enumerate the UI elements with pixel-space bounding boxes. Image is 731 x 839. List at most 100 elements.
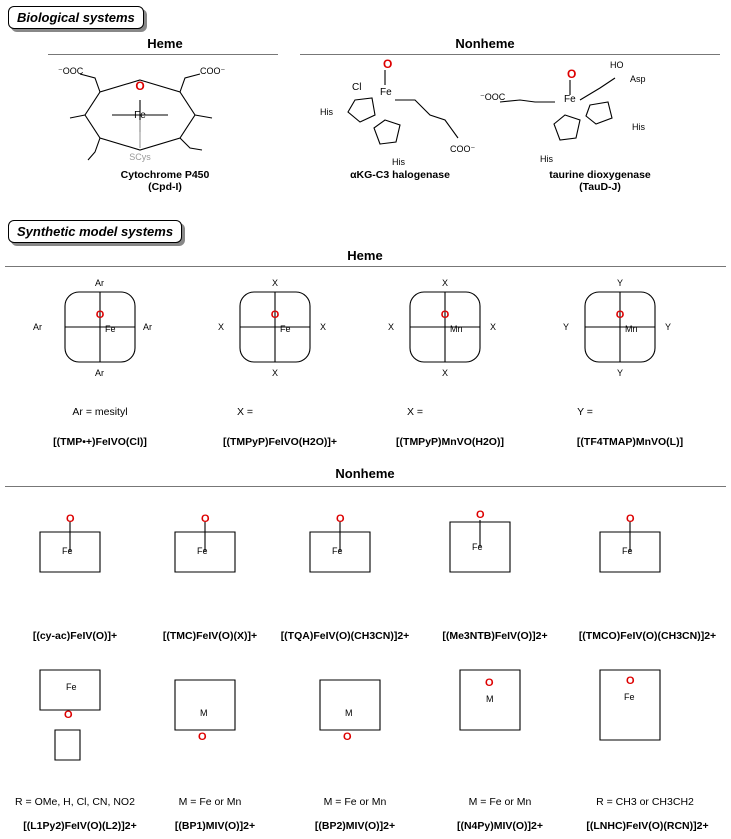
note-nh2-1: M = Fe or Mn — [178, 796, 242, 808]
note-tmpyp-mn: X = — [406, 406, 424, 418]
svg-text:O: O — [441, 309, 450, 321]
taud-structure: O Fe ⁻OOC Asp HO His His — [480, 60, 646, 164]
svg-text:Ar: Ar — [143, 322, 152, 332]
header-bio-nonheme: Nonheme — [455, 36, 515, 51]
svg-text:O: O — [626, 675, 635, 687]
label-nh1-0: [(cy-ac)FeIV(O)]+ — [32, 630, 118, 642]
nonheme-row1-structures: O Fe O Fe O Fe O Fe O Fe — [39, 509, 661, 573]
svg-text:Y: Y — [563, 322, 569, 332]
note-tmp: Ar = mesityl — [72, 406, 128, 418]
svg-text:O: O — [383, 57, 392, 71]
svg-text:Fe: Fe — [280, 324, 291, 334]
porphyrin-tmpyp-fe: O Fe X X X X — [218, 278, 326, 378]
header-syn-nonheme: Nonheme — [335, 466, 395, 481]
svg-text:Mn: Mn — [450, 324, 463, 334]
svg-text:Fe: Fe — [622, 546, 633, 556]
p450-structure: O Fe ⁻OOC COO⁻ SCys — [58, 66, 226, 162]
svg-text:Fe: Fe — [62, 546, 73, 556]
akg-halogenase-structure: O Fe Cl His His COO⁻ — [320, 57, 476, 167]
svg-text:Fe: Fe — [66, 682, 77, 692]
label-tmpyp-fe: [(TMPyP)FeIVO(H2O)]+ — [222, 436, 338, 448]
svg-text:⁻OOC: ⁻OOC — [58, 66, 84, 76]
svg-text:O: O — [96, 309, 105, 321]
label-nh2-1: [(BP1)MIV(O)]2+ — [174, 820, 256, 832]
svg-text:Fe: Fe — [472, 542, 483, 552]
svg-text:X: X — [442, 368, 448, 378]
svg-text:O: O — [476, 509, 485, 521]
svg-text:O: O — [271, 309, 280, 321]
svg-text:O: O — [198, 731, 207, 743]
nonheme-row2-structures: FeO MO MO OM OFe — [39, 669, 661, 761]
note-nh2-0: R = OMe, H, Cl, CN, NO2 — [15, 796, 135, 808]
note-tmpyp-fe: X = — [236, 406, 254, 418]
svg-text:Fe: Fe — [332, 546, 343, 556]
svg-text:COO⁻: COO⁻ — [450, 144, 476, 154]
svg-text:Y: Y — [617, 368, 623, 378]
svg-text:X: X — [272, 278, 278, 288]
label-nh2-2: [(BP2)MIV(O)]2+ — [314, 820, 396, 832]
svg-text:X: X — [320, 322, 326, 332]
svg-text:COO⁻: COO⁻ — [200, 66, 226, 76]
svg-text:Fe: Fe — [197, 546, 208, 556]
svg-text:His: His — [632, 122, 645, 132]
header-bio-heme: Heme — [147, 36, 183, 51]
svg-text:Fe: Fe — [134, 110, 146, 121]
svg-text:X: X — [388, 322, 394, 332]
porphyrin-tf4tmap: O Mn Y Y Y Y — [563, 278, 671, 378]
note-tf4: Y = — [577, 406, 593, 418]
svg-text:Y: Y — [617, 278, 623, 288]
rule-bio-heme — [48, 54, 278, 55]
svg-text:Ar: Ar — [33, 322, 42, 332]
caption-taud: taurine dioxygenase(TauD-J) — [549, 169, 651, 193]
svg-text:Ar: Ar — [95, 368, 104, 378]
svg-text:O: O — [343, 731, 352, 743]
label-nh2-4: [(LNHC)FeIV(O)(RCN)]2+ — [586, 820, 709, 832]
label-tf4: [(TF4TMAP)MnVO(L)] — [576, 436, 684, 448]
section-synthetic: Synthetic model systems — [8, 220, 183, 243]
svg-text:O: O — [616, 309, 625, 321]
label-nh1-1: [(TMC)FeIV(O)(X)]+ — [162, 630, 258, 642]
svg-text:Fe: Fe — [105, 324, 116, 334]
svg-text:His: His — [540, 154, 553, 164]
svg-text:Ar: Ar — [95, 278, 104, 288]
svg-text:X: X — [272, 368, 278, 378]
note-nh2-4: R = CH3 or CH3CH2 — [596, 796, 694, 808]
note-nh2-3: M = Fe or Mn — [468, 796, 532, 808]
label-nh2-3: [(N4Py)MIV(O)]2+ — [456, 820, 544, 832]
svg-text:O: O — [336, 513, 345, 525]
svg-text:X: X — [490, 322, 496, 332]
svg-text:Asp: Asp — [630, 74, 646, 84]
caption-p450: Cytochrome P450(Cpd-I) — [120, 169, 210, 193]
svg-text:X: X — [442, 278, 448, 288]
porphyrin-tmpyp-mn: O Mn X X X X — [388, 278, 496, 378]
svg-text:Cl: Cl — [352, 82, 361, 93]
svg-text:His: His — [320, 107, 333, 117]
label-nh1-2: [(TQA)FeIV(O)(CH3CN)]2+ — [280, 630, 410, 642]
svg-text:Mn: Mn — [625, 324, 638, 334]
rule-bio-nonheme — [300, 54, 720, 55]
svg-text:Y: Y — [665, 322, 671, 332]
svg-text:His: His — [392, 157, 405, 167]
svg-text:O: O — [64, 709, 73, 721]
svg-text:X: X — [218, 322, 224, 332]
svg-text:M: M — [345, 708, 353, 718]
label-tmp: [(TMP•+)FeIVO(Cl)] — [53, 436, 147, 448]
svg-text:SCys: SCys — [129, 152, 151, 162]
label-nh1-3: [(Me3NTB)FeIV(O)]2+ — [442, 630, 548, 642]
label-nh2-0: [(L1Py2)FeIV(O)(L2)]2+ — [23, 820, 137, 832]
svg-text:Fe: Fe — [380, 87, 392, 98]
header-syn-heme: Heme — [347, 248, 383, 263]
svg-text:M: M — [486, 694, 494, 704]
svg-text:O: O — [135, 79, 144, 93]
svg-text:O: O — [66, 513, 75, 525]
note-nh2-2: M = Fe or Mn — [323, 796, 387, 808]
svg-text:M: M — [200, 708, 208, 718]
svg-text:O: O — [485, 677, 494, 689]
svg-text:O: O — [626, 513, 635, 525]
svg-text:Fe: Fe — [564, 94, 576, 105]
label-tmpyp-mn: [(TMPyP)MnVO(H2O)] — [396, 436, 504, 448]
svg-text:O: O — [201, 513, 210, 525]
rule-syn-nonheme — [5, 486, 726, 487]
svg-text:⁻OOC: ⁻OOC — [480, 92, 506, 102]
